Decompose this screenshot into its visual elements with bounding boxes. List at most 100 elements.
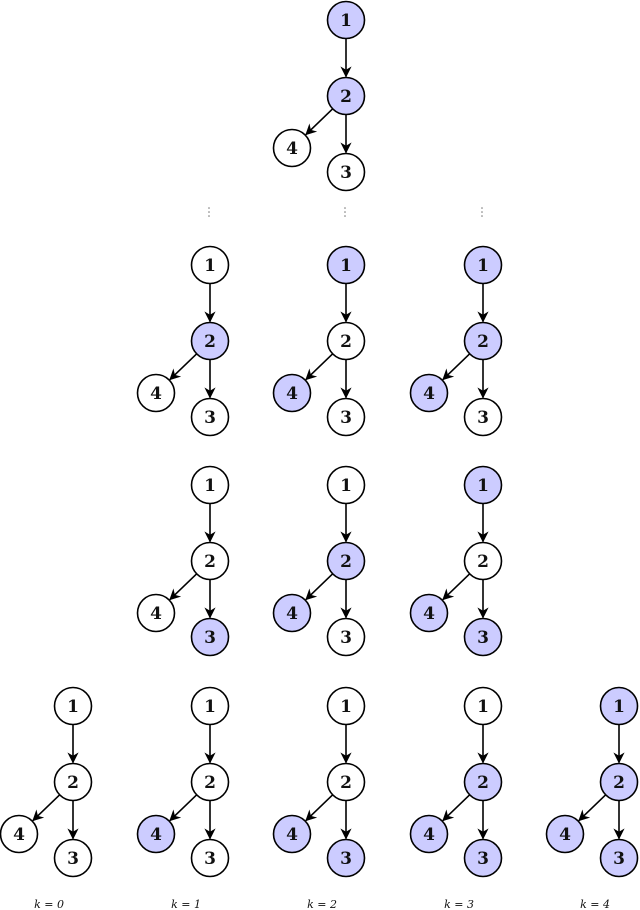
k-label-4: k = 4 [580, 898, 610, 910]
edge-arrow-2-4 [578, 794, 607, 822]
node-1: 1 [53, 686, 93, 726]
node-circle [190, 465, 230, 505]
node-circle [599, 686, 639, 726]
node-4-shaded: 4 [409, 814, 449, 854]
node-label: 4 [286, 825, 298, 845]
node-3: 3 [326, 617, 366, 657]
node-label: 1 [340, 476, 352, 496]
node-1-shaded: 1 [463, 465, 503, 505]
node-circle [326, 0, 366, 40]
node-circle [409, 814, 449, 854]
node-circle [463, 686, 503, 726]
k-label-0: k = 0 [34, 898, 64, 910]
node-label: 2 [477, 552, 489, 572]
node-label: 4 [286, 604, 298, 624]
node-circle [190, 541, 230, 581]
node-label: 3 [613, 849, 625, 869]
node-label: 2 [477, 332, 489, 352]
node-2: 2 [463, 541, 503, 581]
node-1: 1 [190, 245, 230, 285]
node-1-shaded: 1 [599, 686, 639, 726]
node-4-shaded: 4 [409, 373, 449, 413]
node-3: 3 [463, 397, 503, 437]
node-2-shaded: 2 [326, 76, 366, 116]
node-circle [326, 397, 366, 437]
node-label: 1 [204, 476, 216, 496]
node-3: 3 [190, 397, 230, 437]
node-label: 3 [204, 628, 216, 648]
node-3-shaded: 3 [326, 838, 366, 878]
node-circle [190, 686, 230, 726]
node-circle [463, 245, 503, 285]
node-circle [272, 593, 312, 633]
node-2-shaded: 2 [463, 321, 503, 361]
node-label: 2 [204, 552, 216, 572]
node-2: 2 [53, 762, 93, 802]
edge-arrow-2-4 [169, 794, 198, 822]
node-1-shaded: 1 [326, 245, 366, 285]
node-circle [136, 814, 176, 854]
node-label: 1 [477, 256, 489, 276]
vertical-ellipsis-icon [344, 207, 346, 217]
node-1: 1 [326, 465, 366, 505]
node-circle [599, 838, 639, 878]
node-circle [136, 373, 176, 413]
edge-arrow-2-4 [305, 794, 334, 822]
node-circle [326, 152, 366, 192]
node-label: 1 [340, 11, 352, 31]
node-label: 3 [340, 163, 352, 183]
node-4-shaded: 4 [272, 373, 312, 413]
node-1: 1 [190, 686, 230, 726]
edge-arrow-2-4 [32, 794, 61, 822]
node-3-shaded: 3 [463, 617, 503, 657]
node-circle [326, 245, 366, 285]
node-label: 4 [559, 825, 571, 845]
node-4: 4 [136, 593, 176, 633]
node-label: 4 [286, 384, 298, 404]
node-2-shaded: 2 [326, 541, 366, 581]
node-3-shaded: 3 [463, 838, 503, 878]
node-1: 1 [326, 686, 366, 726]
node-4: 4 [136, 373, 176, 413]
node-circle [409, 373, 449, 413]
node-label: 2 [340, 552, 352, 572]
node-circle [326, 762, 366, 802]
node-label: 4 [423, 825, 435, 845]
node-circle [326, 541, 366, 581]
node-circle [326, 321, 366, 361]
node-circle [272, 373, 312, 413]
node-circle [409, 593, 449, 633]
node-label: 3 [477, 849, 489, 869]
node-label: 1 [67, 697, 79, 717]
node-label: 4 [13, 825, 25, 845]
node-4-shaded: 4 [409, 593, 449, 633]
node-3: 3 [326, 152, 366, 192]
node-2-shaded: 2 [190, 321, 230, 361]
node-label: 4 [150, 384, 162, 404]
node-2-shaded: 2 [463, 762, 503, 802]
node-circle [272, 814, 312, 854]
node-circle [53, 686, 93, 726]
node-3: 3 [190, 838, 230, 878]
tree-row-2-k3: 1 2 34 [409, 465, 503, 657]
node-1-shaded: 1 [326, 0, 366, 40]
edge-arrow-2-4 [442, 794, 471, 822]
node-label: 3 [204, 849, 216, 869]
edge-arrow-2-4 [305, 353, 334, 381]
edge-arrow-2-4 [169, 573, 198, 601]
tree-row-1-k3: 1 2 34 [409, 245, 503, 437]
node-4-shaded: 4 [272, 593, 312, 633]
node-label: 4 [150, 604, 162, 624]
node-circle [53, 838, 93, 878]
tree-row-1-k1: 1 2 3 4 [136, 245, 230, 437]
node-label: 1 [204, 256, 216, 276]
edge-arrow-2-4 [442, 573, 471, 601]
node-circle [463, 617, 503, 657]
